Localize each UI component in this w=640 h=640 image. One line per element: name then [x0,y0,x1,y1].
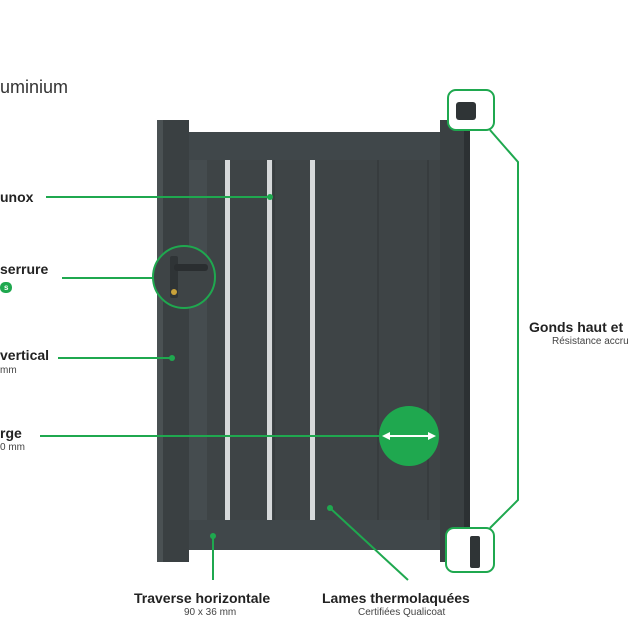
label-lames: Lames thermolaquées [322,590,470,606]
label-gonds: Gonds haut et [529,319,624,335]
label-lames-sub: Certifiées Qualicoat [358,607,446,618]
handle-lever [174,264,208,271]
leader-dot [327,505,333,511]
top-rail [189,132,440,160]
top-hinge [456,102,476,120]
vertical-stile [189,160,207,520]
bottom-hinge [470,536,480,568]
label-traverse: Traverse horizontale [134,590,271,606]
label-vertical-sub: mm [0,365,17,376]
inox-strip [267,160,272,520]
hinge-bracket-line [489,129,519,529]
right-post-shade [464,120,470,562]
leader-line-lames [329,507,409,581]
inox-strip [225,160,230,520]
serrure-badge: s [0,282,13,293]
arrow-left-icon [382,432,390,440]
label-vertical: vertical [0,347,50,363]
key-cylinder [171,289,177,295]
inox-strip [310,160,315,520]
leader-dot [210,533,216,539]
page-title: uminium [0,77,69,97]
label-inox: unox [0,189,34,205]
arrow-right-icon [428,432,436,440]
label-serrure: serrure [0,261,49,277]
bottom-rail [189,520,440,550]
leader-dot [267,194,273,200]
label-gonds-sub: Résistance accru [552,336,629,347]
lock-zoom-circle [152,245,216,309]
label-largeur-sub: 0 mm [0,442,25,453]
label-largeur: rge [0,425,22,441]
left-post-highlight [157,120,163,562]
leader-dot [169,355,175,361]
label-traverse-sub: 90 x 36 mm [184,607,237,618]
